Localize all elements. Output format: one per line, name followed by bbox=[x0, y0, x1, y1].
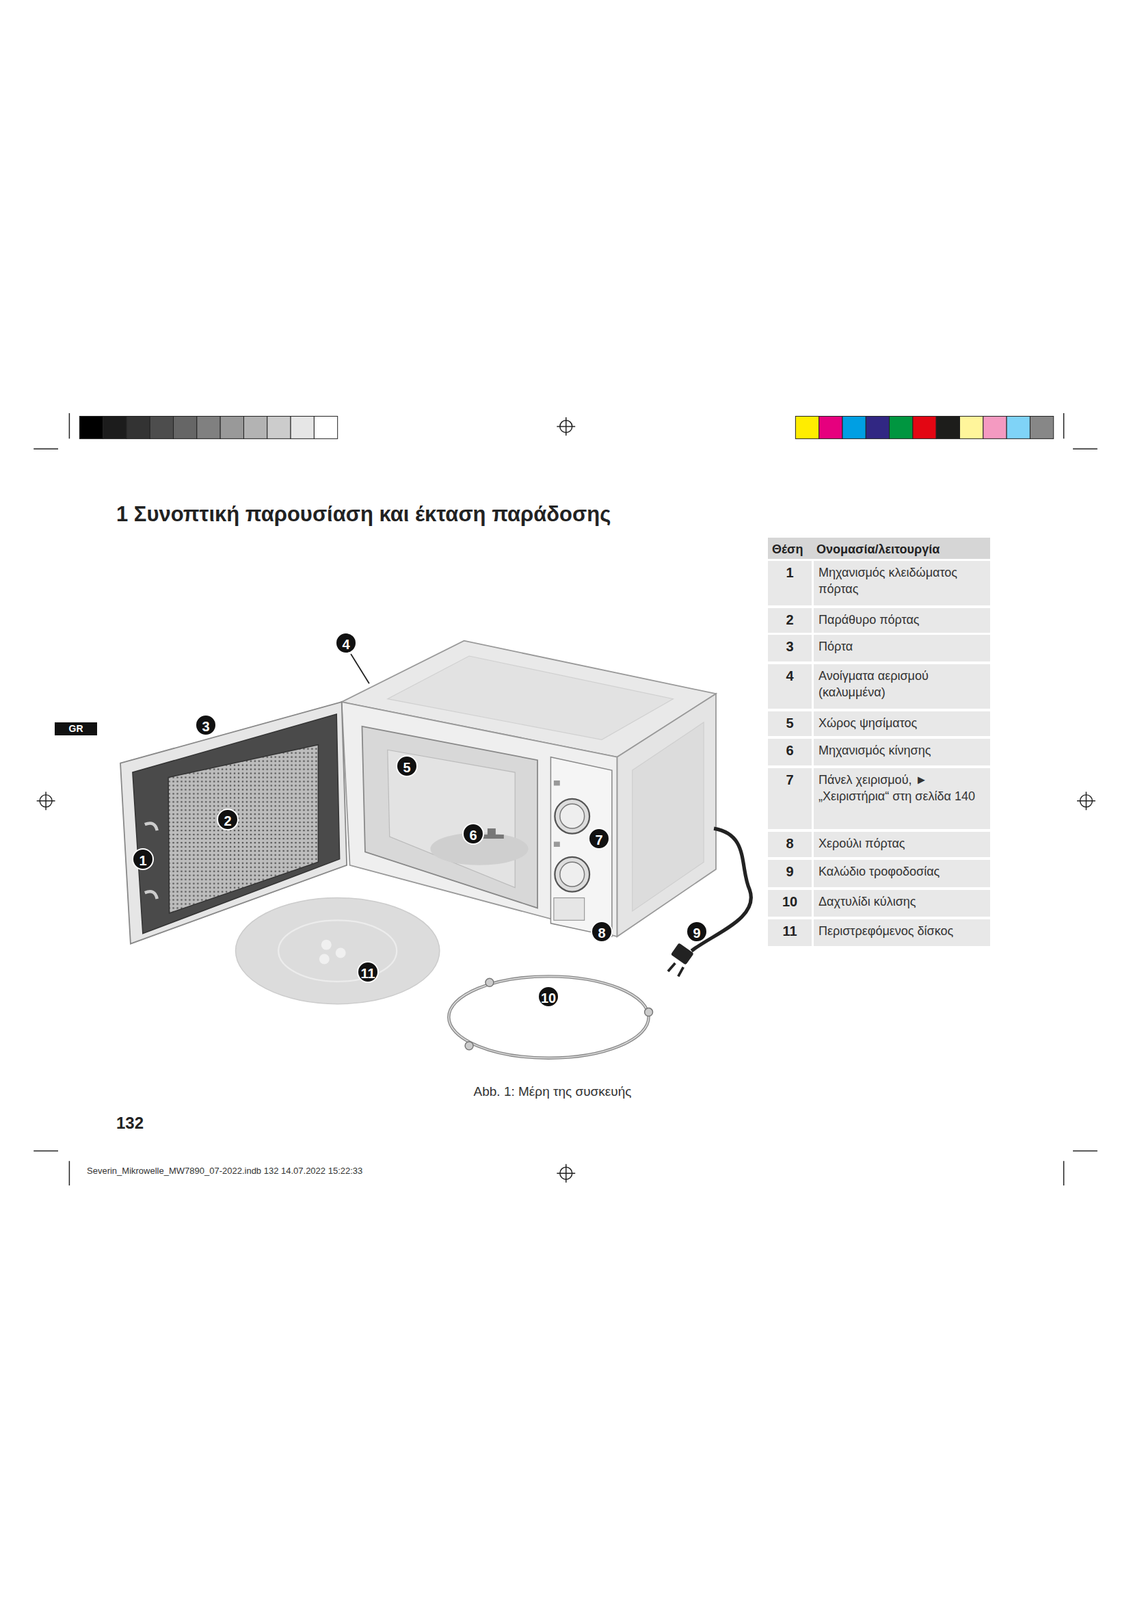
table-cell-number: 7 bbox=[767, 772, 812, 788]
table-cell-text: Μηχανισμός κίνησης bbox=[818, 741, 987, 759]
figure-caption: Abb. 1: Μέρη της συσκευής bbox=[381, 1083, 724, 1100]
table-row-bg bbox=[813, 711, 991, 736]
table-cell-text: Δαχτυλίδι κύλισης bbox=[818, 893, 987, 910]
color-swatch bbox=[1006, 416, 1030, 439]
table-cell-number: 4 bbox=[767, 668, 812, 684]
gray-swatch bbox=[220, 416, 244, 439]
callout-number: 9 bbox=[685, 920, 708, 943]
table-cell-text: Πάνελ χειρισμού, ► „Χειριστήρια“ στη σελ… bbox=[818, 771, 987, 805]
table-cell-number: 10 bbox=[767, 893, 812, 909]
callout-number: 2 bbox=[216, 808, 239, 831]
table-num-bg bbox=[767, 859, 812, 887]
table-num-bg bbox=[767, 767, 812, 829]
color-swatch bbox=[842, 416, 866, 439]
table-row-bg bbox=[813, 663, 991, 709]
table-cell-number: 2 bbox=[767, 611, 812, 628]
color-swatch bbox=[960, 416, 984, 439]
callout-number: 11 bbox=[356, 960, 379, 983]
callout-number: 10 bbox=[537, 985, 560, 1008]
table-row-bg bbox=[813, 919, 991, 946]
callout-number: 3 bbox=[194, 713, 217, 736]
gray-swatch bbox=[173, 416, 197, 439]
color-swatch bbox=[819, 416, 843, 439]
table-cell-text: Πόρτα bbox=[818, 637, 987, 655]
table-num-bg bbox=[767, 711, 812, 736]
gray-swatch bbox=[267, 416, 291, 439]
gray-swatch bbox=[79, 416, 103, 439]
table-cell-number: 5 bbox=[767, 715, 812, 731]
table-cell-number: 8 bbox=[767, 835, 812, 851]
callout-number: 1 bbox=[131, 847, 154, 870]
table-row-bg bbox=[813, 859, 991, 887]
table-cell-text: Ανοίγματα αερισμού (καλυμμένα) bbox=[818, 667, 987, 701]
gray-swatch bbox=[243, 416, 267, 439]
table-row-bg bbox=[813, 634, 991, 662]
section-title: 1 Συνοπτική παρουσίαση και έκταση παράδο… bbox=[116, 501, 611, 528]
color-swatch bbox=[889, 416, 913, 439]
color-swatch bbox=[865, 416, 889, 439]
gray-swatch bbox=[103, 416, 127, 439]
table-header: Θέση bbox=[772, 541, 810, 557]
table-row-bg bbox=[813, 831, 991, 857]
color-swatch bbox=[795, 416, 819, 439]
table-row-bg bbox=[813, 607, 991, 633]
callout-number: 5 bbox=[395, 754, 418, 777]
page-number: 132 bbox=[116, 1113, 144, 1133]
table-num-bg bbox=[767, 607, 812, 633]
color-swatch bbox=[1029, 416, 1054, 439]
table-num-bg bbox=[767, 889, 812, 917]
gray-swatch bbox=[290, 416, 314, 439]
table-header: Ονομασία/λειτουργία bbox=[816, 541, 988, 557]
table-cell-number: 1 bbox=[767, 564, 812, 580]
callout-number: 6 bbox=[462, 822, 485, 845]
table-cell-text: Χώρος ψησίματος bbox=[818, 714, 987, 731]
table-row-bg bbox=[813, 889, 991, 917]
table-background bbox=[767, 537, 991, 946]
table-num-bg bbox=[767, 663, 812, 709]
table-num-bg bbox=[767, 919, 812, 946]
callout-number: 8 bbox=[590, 920, 613, 943]
color-swatch bbox=[983, 416, 1007, 439]
microwave-drawing bbox=[33, 413, 1098, 1186]
table-cell-number: 6 bbox=[767, 742, 812, 758]
table-cell-number: 3 bbox=[767, 638, 812, 654]
callout-number: 7 bbox=[588, 827, 610, 850]
language-tab: GR bbox=[54, 722, 98, 736]
table-header-bg bbox=[767, 537, 991, 559]
table-num-bg bbox=[767, 634, 812, 662]
print-marks bbox=[79, 416, 1054, 439]
gray-swatch bbox=[149, 416, 174, 439]
table-row-bg bbox=[813, 767, 991, 829]
table-num-bg bbox=[767, 560, 812, 606]
color-swatch bbox=[936, 416, 960, 439]
table-cell-text: Παράθυρο πόρτας bbox=[818, 611, 987, 628]
table-cell-text: Μηχανισμός κλειδώματος πόρτας bbox=[818, 564, 987, 597]
table-row-bg bbox=[813, 560, 991, 606]
table-num-bg bbox=[767, 831, 812, 857]
table-num-bg bbox=[767, 738, 812, 766]
table-cell-text: Περιστρεφόμενος δίσκος bbox=[818, 922, 987, 939]
print-footer: Severin_Mikrowelle_MW7890_07-2022.indb 1… bbox=[86, 1165, 363, 1177]
table-row-bg bbox=[813, 738, 991, 766]
color-swatch bbox=[912, 416, 937, 439]
table-cell-text: Καλώδιο τροφοδοσίας bbox=[818, 862, 987, 880]
gray-swatch bbox=[126, 416, 150, 439]
table-cell-number: 11 bbox=[767, 923, 812, 939]
gray-swatch bbox=[196, 416, 221, 439]
table-cell-number: 9 bbox=[767, 863, 812, 879]
table-cell-text: Χερούλι πόρτας bbox=[818, 834, 987, 852]
callout-number: 4 bbox=[335, 631, 357, 654]
gray-swatch bbox=[313, 416, 338, 439]
